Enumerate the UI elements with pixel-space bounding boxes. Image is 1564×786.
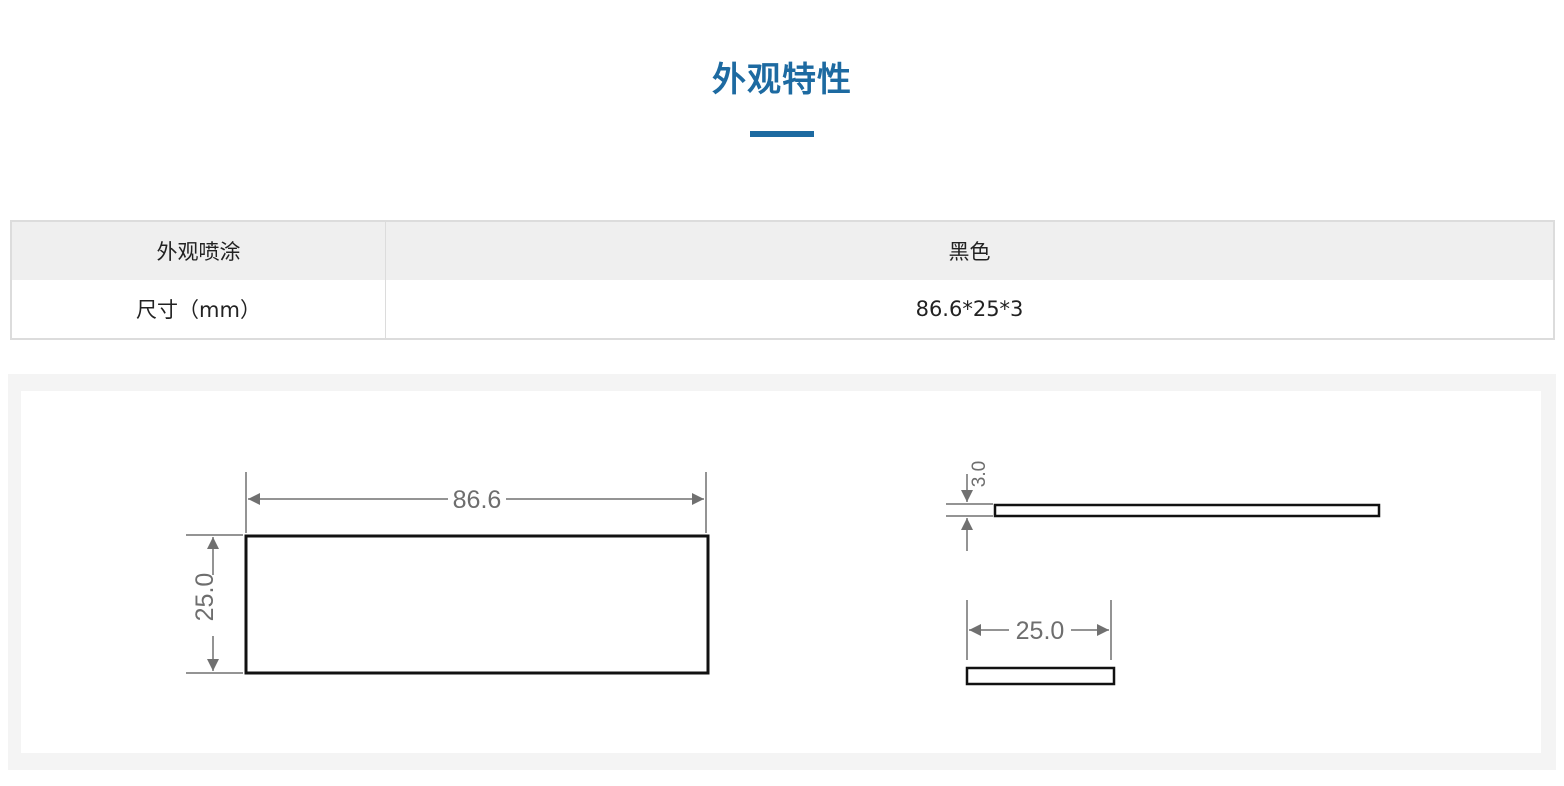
side-view-outline <box>993 503 1381 518</box>
spec-table: 外观喷涂 黑色 尺寸（mm） 86.6*25*3 <box>10 220 1555 340</box>
table-row: 尺寸（mm） 86.6*25*3 <box>11 280 1554 339</box>
front-height-label: 25.0 <box>191 573 219 622</box>
spec-label-size: 尺寸（mm） <box>11 280 386 339</box>
front-width-label: 86.6 <box>453 486 502 514</box>
end-view: 25.0 <box>965 600 1116 686</box>
drawing-panel <box>21 391 1541 753</box>
end-width-label: 25.0 <box>1016 617 1065 645</box>
title-underline <box>750 131 814 137</box>
front-view: 86.6 25.0 <box>186 472 710 675</box>
table-row: 外观喷涂 黑色 <box>11 221 1554 280</box>
spec-value-finish: 黑色 <box>385 221 1554 280</box>
spec-label-finish: 外观喷涂 <box>11 221 386 280</box>
side-thickness-label: 3.0 <box>969 461 990 487</box>
side-view: 3.0 <box>946 461 1381 551</box>
section-title: 外观特性 <box>712 60 852 100</box>
spec-value-size: 86.6*25*3 <box>385 280 1554 339</box>
front-view-outline <box>244 534 710 675</box>
end-view-outline <box>965 666 1116 686</box>
